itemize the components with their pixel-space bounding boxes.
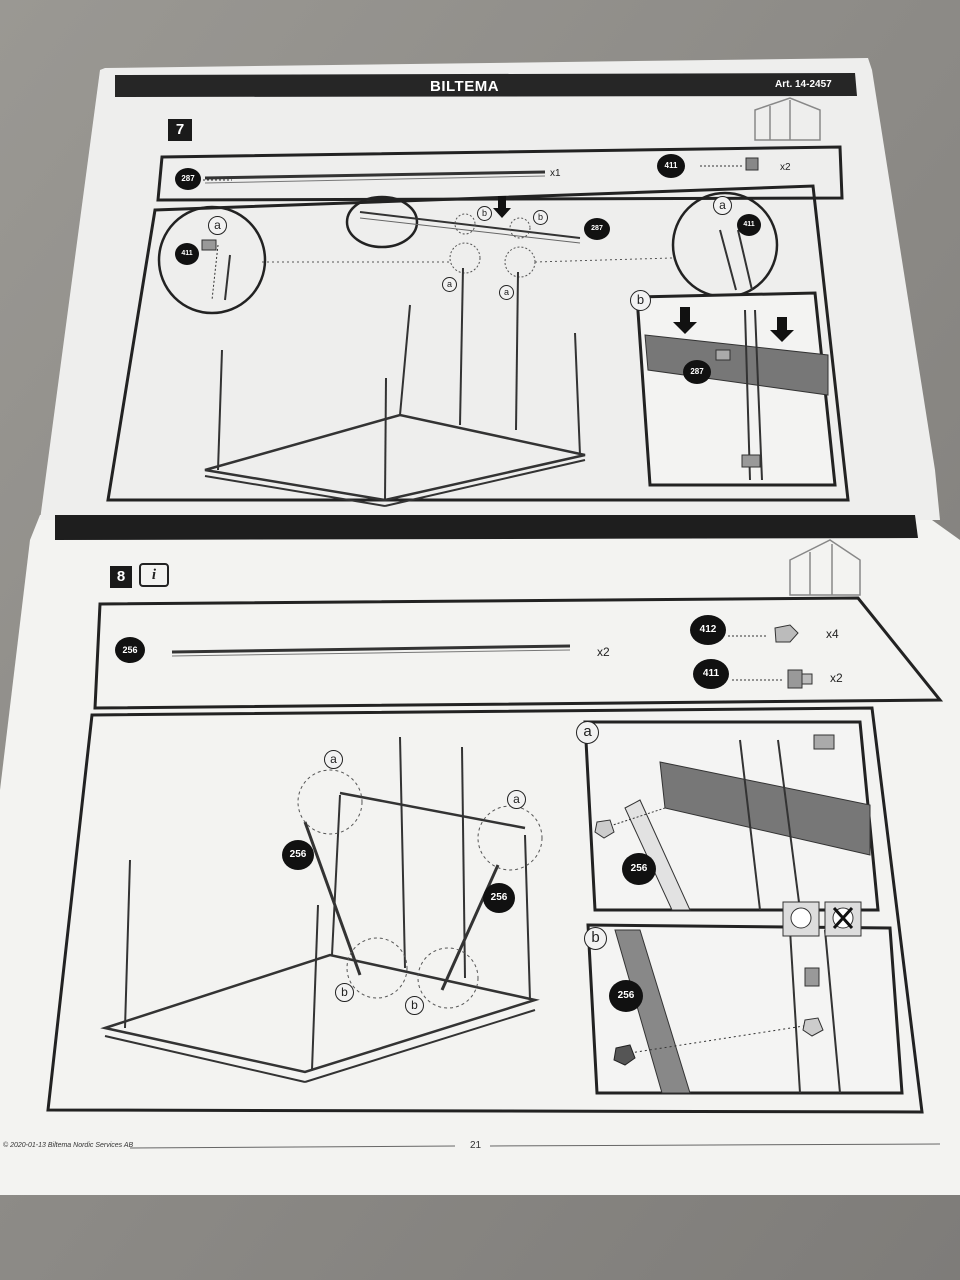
part-badge-287-detail: 287 [683,360,711,384]
top-header-bar [115,73,857,97]
callout-a-small-1: a [442,277,457,292]
top-brand-logo: BILTEMA [430,78,500,95]
page-number: 21 [470,1140,482,1151]
part-qty-411-bottom: x2 [830,671,843,685]
footer-copyright: © 2020-01-13 Biltema Nordic Services AB [3,1142,134,1149]
callout-panel-b: b [584,927,607,950]
part-badge-411-top: 411 [657,154,685,178]
callout-a-right-top: a [713,196,732,215]
part-badge-411-bottom: 411 [693,659,729,689]
part-badge-412: 412 [690,615,726,645]
callout-a-small-2: a [499,285,514,300]
part-badge-287-top: 287 [175,168,201,190]
callout-panel-a: a [576,721,599,744]
info-icon: i [139,563,169,587]
callout-b-panel-top: b [630,290,651,311]
step-8-number: 8 [110,566,132,588]
part-badge-256: 256 [115,637,145,663]
step-7-number: 7 [168,119,192,141]
part-qty-411-top: x2 [780,162,791,173]
part-badge-256-panel-b: 256 [609,980,643,1012]
callout-a-1: a [324,750,343,769]
part-badge-256-panel-a: 256 [622,853,656,885]
part-badge-287-rail: 287 [584,218,610,240]
part-badge-411-right-detail: 411 [737,214,761,236]
part-qty-256: x2 [597,645,610,659]
part-badge-256-left: 256 [282,840,314,870]
callout-a-2: a [507,790,526,809]
top-article-number: Art. 14-2457 [775,79,832,90]
callout-b-small-2: b [533,210,548,225]
callout-b-small-1: b [477,206,492,221]
part-badge-256-right: 256 [483,883,515,913]
callout-a-left-top: a [208,216,227,235]
part-qty-287-top: x1 [550,168,561,179]
part-badge-411-left-detail: 411 [175,243,199,265]
callout-b-2: b [405,996,424,1015]
callout-b-1: b [335,983,354,1002]
part-qty-412: x4 [826,627,839,641]
